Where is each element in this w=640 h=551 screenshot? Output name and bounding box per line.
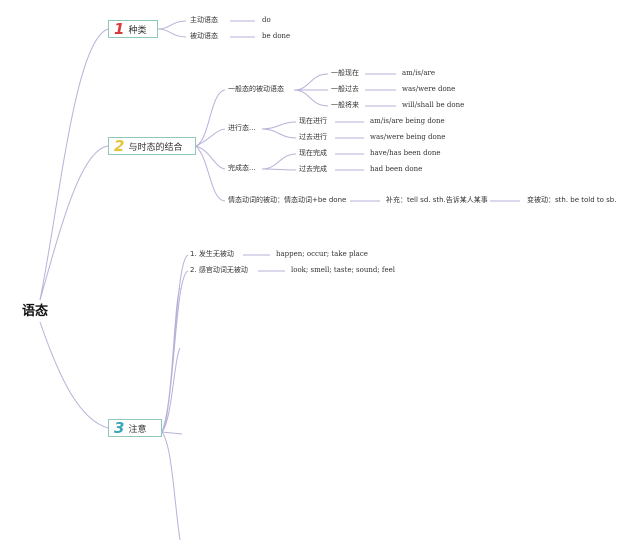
present-progressive-value[interactable]: am/is/are being done bbox=[370, 117, 445, 125]
present-perfect-label[interactable]: 现在完成 bbox=[299, 149, 327, 157]
perfect-label[interactable]: 完成态... bbox=[228, 164, 256, 172]
branch-1-label: 种类 bbox=[128, 25, 147, 36]
simple-future-label[interactable]: 一般将来 bbox=[331, 101, 359, 109]
general-passive-label[interactable]: 一般态的被动语态 bbox=[228, 85, 284, 93]
present-perfect-value[interactable]: have/has been done bbox=[370, 149, 441, 157]
modal-passive-example[interactable]: 变被动：sth. be told to sb. bbox=[527, 196, 617, 204]
note-2-label[interactable]: 2. 感官动词无被动 bbox=[190, 266, 248, 274]
present-progressive-label[interactable]: 现在进行 bbox=[299, 117, 327, 125]
past-progressive-value[interactable]: was/were being done bbox=[370, 133, 446, 141]
simple-future-value[interactable]: will/shall be done bbox=[402, 101, 465, 109]
simple-present-label[interactable]: 一般现在 bbox=[331, 69, 359, 77]
b1-item-2-value[interactable]: be done bbox=[262, 32, 291, 40]
past-progressive-label[interactable]: 过去进行 bbox=[299, 133, 327, 141]
modal-passive-label[interactable]: 情态动词的被动：情态动词+be done bbox=[228, 196, 347, 204]
branch-2-node[interactable]: 2 与时态的结合 bbox=[108, 137, 196, 155]
note-2-value[interactable]: look; smell; taste; sound; feel bbox=[291, 266, 396, 274]
past-perfect-label[interactable]: 过去完成 bbox=[299, 165, 327, 173]
branch-1-number: 1 bbox=[114, 20, 125, 38]
branch-3-node[interactable]: 3 注意 bbox=[108, 419, 162, 437]
note-1-label[interactable]: 1. 发生无被动 bbox=[190, 250, 234, 258]
modal-supplement[interactable]: 补充：tell sd. sth.告诉某人某事 bbox=[386, 196, 488, 204]
b1-item-1-label[interactable]: 主动语态 bbox=[190, 16, 218, 24]
branch-3-label: 注意 bbox=[128, 424, 147, 435]
simple-present-value[interactable]: am/is/are bbox=[402, 69, 436, 77]
b1-item-2-label[interactable]: 被动语态 bbox=[190, 32, 218, 40]
branch-2-label: 与时态的结合 bbox=[128, 142, 183, 153]
branch-1-node[interactable]: 1 种类 bbox=[108, 20, 158, 38]
note-1-value[interactable]: happen; occur; take place bbox=[276, 250, 368, 258]
branch-3-number: 3 bbox=[114, 419, 125, 437]
branch-2-number: 2 bbox=[114, 137, 125, 155]
progressive-label[interactable]: 进行态... bbox=[228, 124, 256, 132]
b1-item-1-value[interactable]: do bbox=[262, 16, 271, 24]
past-perfect-value[interactable]: had been done bbox=[370, 165, 423, 173]
simple-past-value[interactable]: was/were done bbox=[402, 85, 456, 93]
root-topic[interactable]: 语态 bbox=[22, 304, 49, 319]
simple-past-label[interactable]: 一般过去 bbox=[331, 85, 359, 93]
